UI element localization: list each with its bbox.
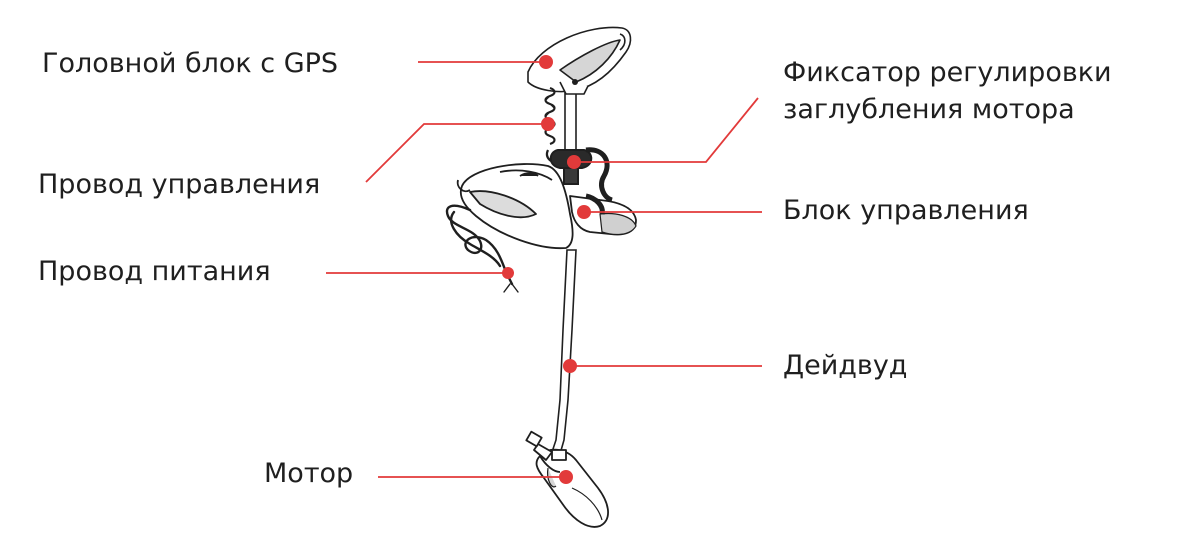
callout-lines (326, 61, 762, 478)
motor-pod (525, 430, 609, 528)
shaft-tube (550, 83, 577, 455)
label-shaft: Дейдвуд (783, 350, 908, 381)
dot-shaft (563, 359, 577, 373)
callout-dots (502, 55, 591, 484)
dot-power-wire (502, 267, 514, 279)
leader-depth-lock (574, 97, 759, 163)
dot-control-unit (577, 205, 591, 219)
label-head-unit: Головной блок с GPS (42, 48, 339, 79)
dot-motor (559, 470, 573, 484)
dot-head-unit (539, 55, 553, 69)
label-depth-lock: Фиксатор регулировки заглубления мотора (783, 54, 1112, 128)
label-depth-lock-line2: заглубления мотора (783, 94, 1075, 125)
label-power-wire: Провод питания (38, 256, 271, 287)
label-control-unit: Блок управления (783, 195, 1029, 226)
dot-depth-lock (567, 155, 581, 169)
leader-control-wire (365, 123, 548, 183)
label-control-wire: Провод управления (38, 169, 321, 200)
gps-head-unit (527, 26, 632, 95)
control-unit-body (456, 163, 637, 250)
label-depth-lock-line1: Фиксатор регулировки (783, 57, 1112, 88)
label-motor: Мотор (264, 458, 354, 489)
dot-control-wire (541, 117, 555, 131)
